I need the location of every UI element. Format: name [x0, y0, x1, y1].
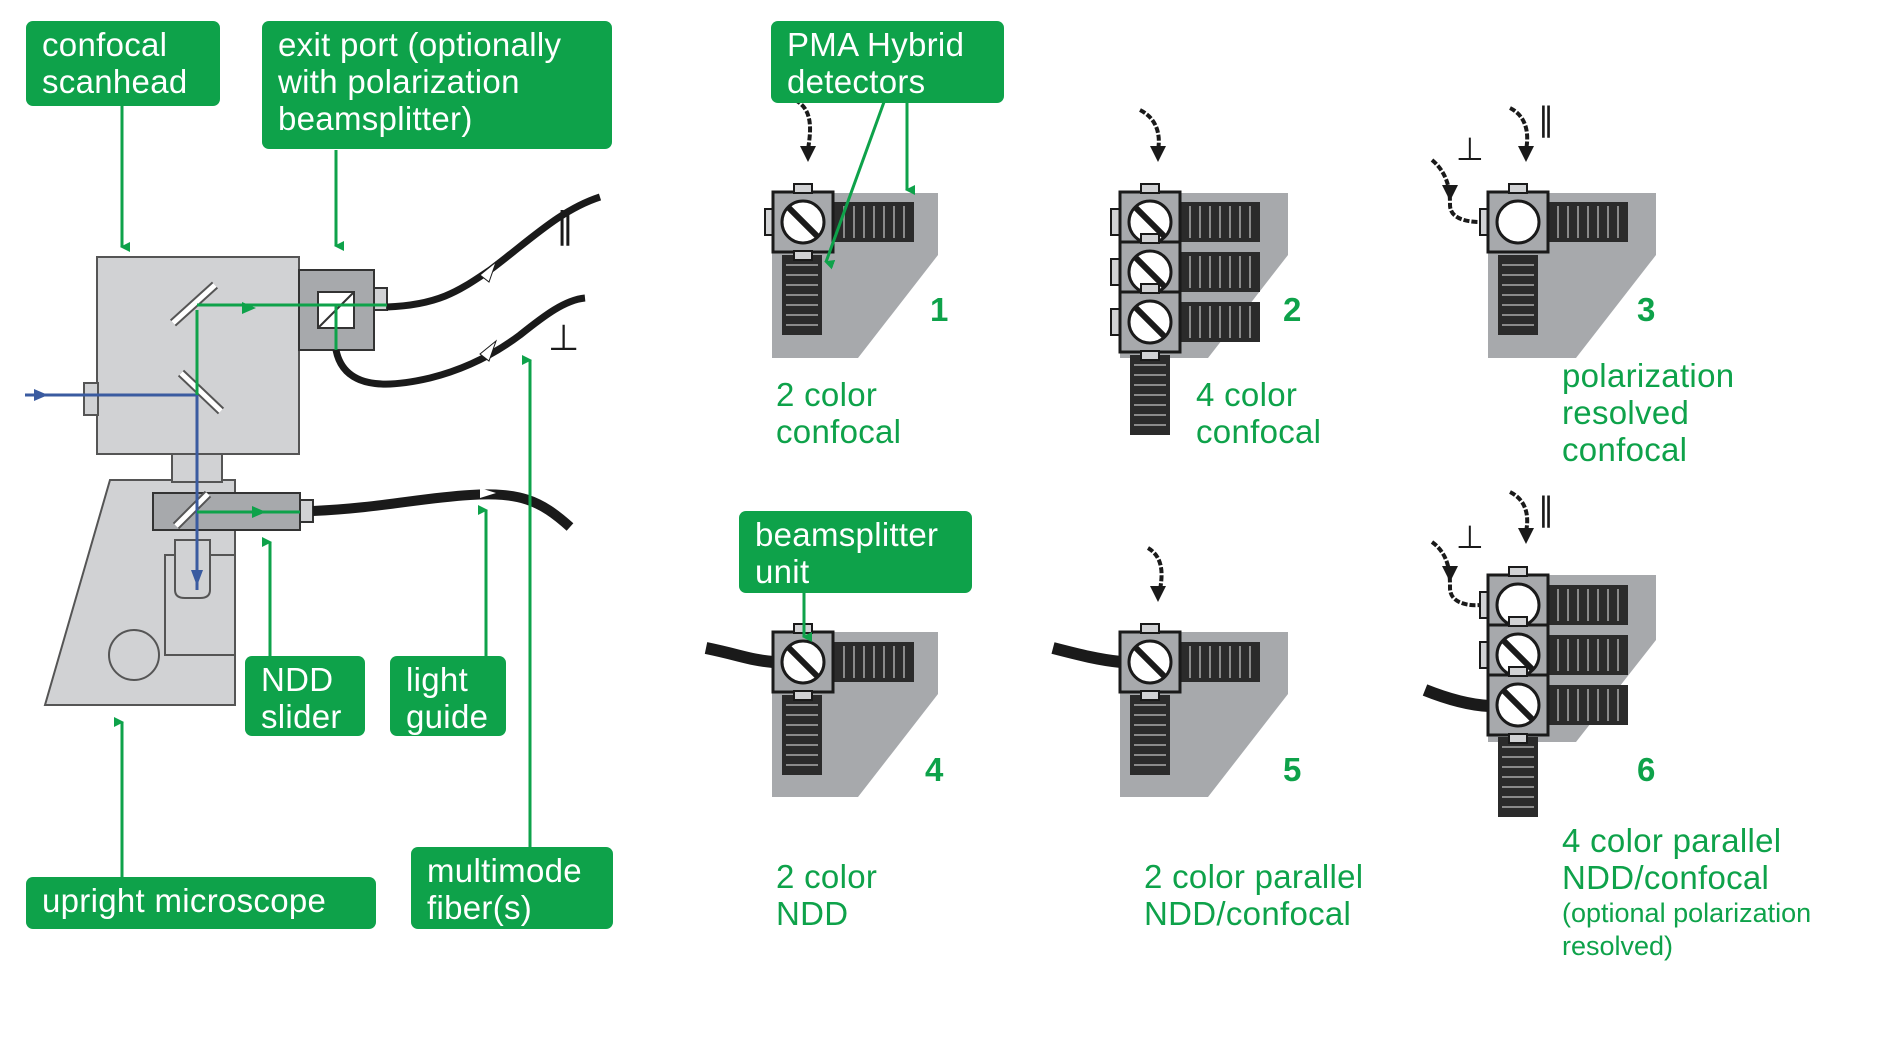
config-6-number: 6	[1637, 751, 1656, 788]
exit-port	[298, 269, 388, 351]
parallel-symbol-config-6: ‖	[1538, 490, 1554, 528]
perpendicular-symbol-fiber: ⊥	[548, 318, 580, 359]
config-4-caption: 2 color NDD	[776, 858, 878, 932]
perpendicular-symbol-config-6: ⊥	[1456, 518, 1484, 556]
config-6-module	[1422, 490, 1656, 818]
label-beamsplitter-unit: beamsplitter unit	[739, 511, 972, 593]
label-light-guide: light guide	[390, 656, 506, 736]
config-6-caption: 4 color parallel NDD/confocal	[1562, 822, 1782, 896]
config-3-module	[1430, 106, 1656, 358]
right-callout-arrows	[802, 101, 915, 642]
config-2-number: 2	[1283, 291, 1302, 328]
left-callout-arrows	[114, 106, 532, 877]
config-4-module	[704, 624, 938, 797]
config-2-caption: 4 color confocal	[1196, 376, 1322, 450]
label-upright-microscope: upright microscope	[26, 877, 376, 929]
label-exit-port: exit port (optionally with polarization …	[262, 21, 612, 149]
config-5-caption: 2 color parallel NDD/confocal	[1144, 858, 1364, 932]
config-6-note: (optional polarization resolved)	[1562, 898, 1812, 961]
beam-paths	[25, 302, 388, 590]
fibers	[312, 193, 602, 531]
config-4-number: 4	[925, 751, 944, 788]
config-3-number: 3	[1637, 291, 1656, 328]
config-1-number: 1	[930, 291, 949, 328]
config-2-module	[1110, 108, 1288, 436]
config-5-module	[1051, 546, 1288, 797]
config-1-caption: 2 color confocal	[776, 376, 902, 450]
scanhead-box	[83, 256, 300, 455]
microscope-stand	[43, 451, 236, 706]
config-5-number: 5	[1283, 751, 1302, 788]
label-pma-detectors: PMA Hybrid detectors	[771, 21, 1004, 103]
config-3-caption: polarization resolved confocal	[1562, 357, 1735, 468]
parallel-symbol-fiber: ‖	[556, 205, 574, 246]
config-1-module	[764, 98, 938, 358]
parallel-symbol-config-3: ‖	[1538, 100, 1554, 138]
label-ndd-slider: NDD slider	[245, 656, 365, 736]
label-multimode-fiber: multimode fiber(s)	[411, 847, 613, 929]
perpendicular-symbol-config-3: ⊥	[1456, 130, 1484, 168]
label-confocal-scanhead: confocal scanhead	[26, 21, 220, 106]
